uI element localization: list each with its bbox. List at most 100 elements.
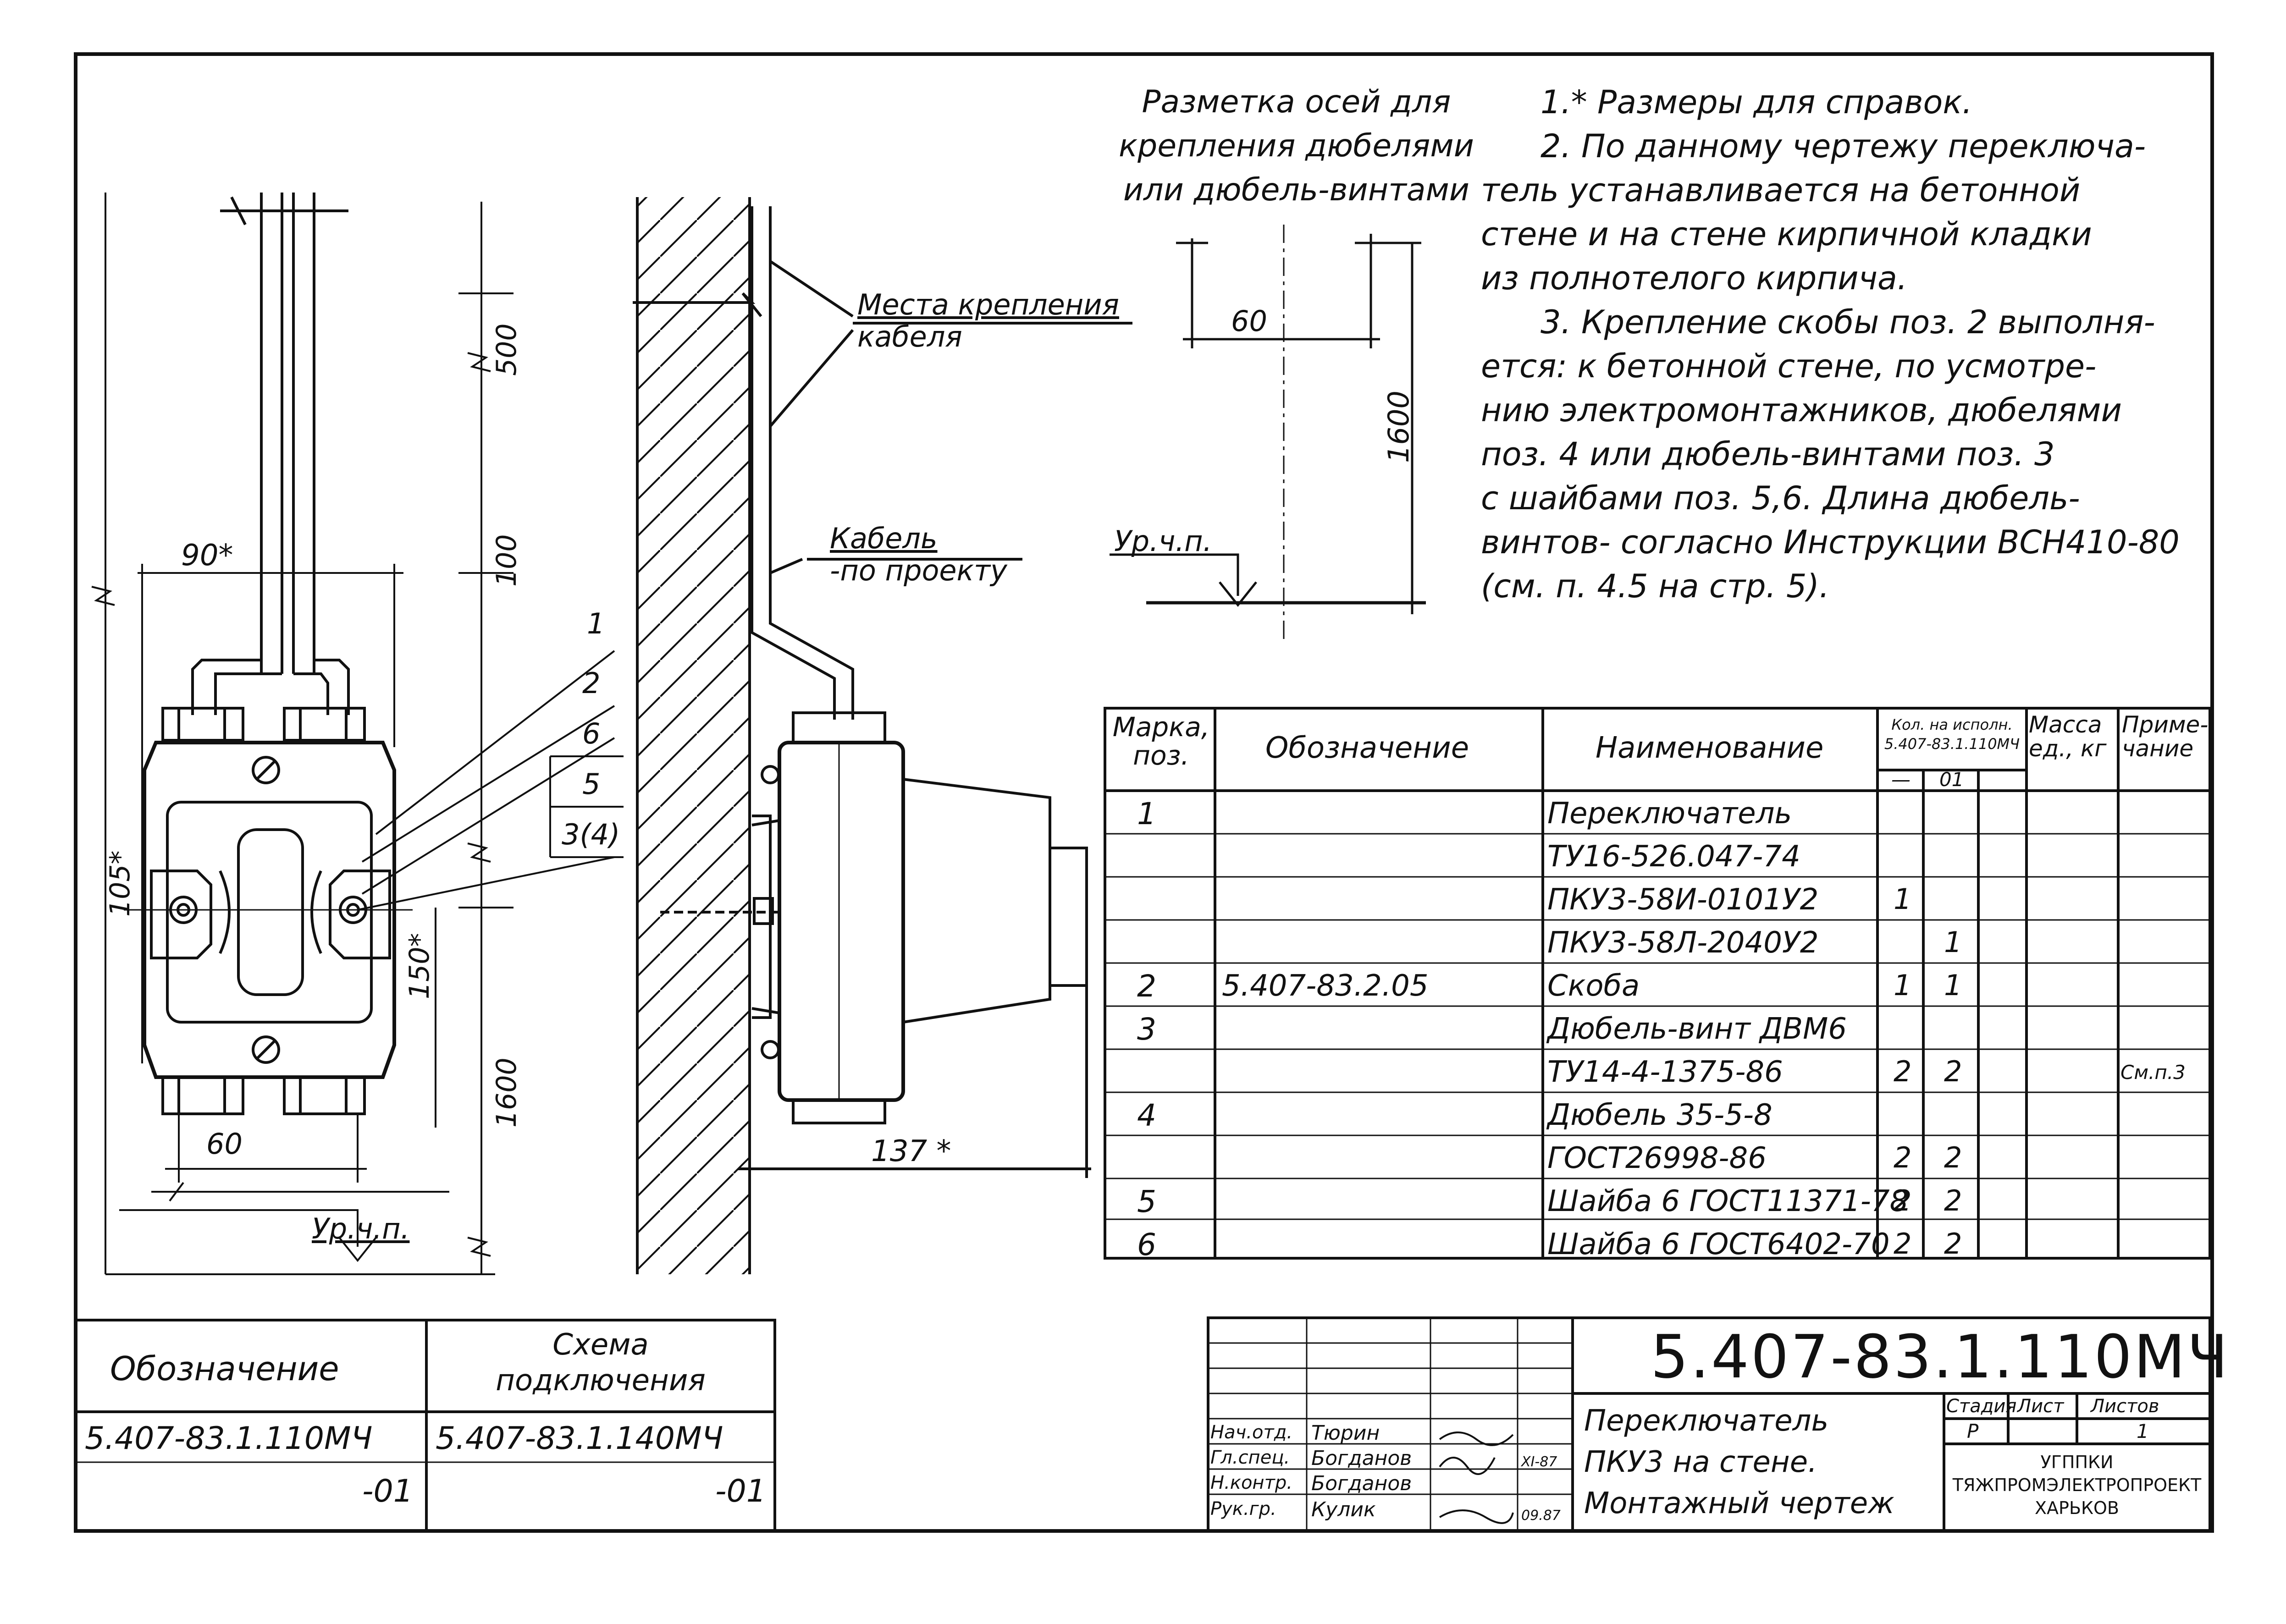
spec-cell-mark: 4 [1137, 1098, 1156, 1133]
spec-cell-mark: 3 [1137, 1012, 1156, 1047]
side-view [633, 197, 1132, 1274]
note-line: ется: к бетонной стене, по усмотре- [1481, 347, 2097, 385]
cable-label-line: Кабель [830, 522, 938, 555]
front-level-label: Ур.ч.п. [312, 1212, 410, 1245]
sig-name: Богданов [1311, 1472, 1412, 1495]
cable-mount-line: кабеля [857, 320, 962, 353]
conn-header-scheme: Схема подключения [458, 1327, 743, 1398]
sheet-label: Лист [2017, 1396, 2064, 1417]
drawing-title-line: Переключатель [1584, 1404, 1829, 1438]
spec-cell-designation: 5.407-83.2.05 [1222, 969, 1429, 1003]
markup-axes [1110, 225, 1426, 642]
note-line: 3. Крепление скобы поз. 2 выполня- [1541, 303, 2155, 341]
note-line: с шайбами поз. 5,6. Длина дюбель- [1481, 479, 2080, 517]
spec-header-mass-line: ед., кг [2029, 735, 2107, 762]
markup-title-line: или дюбель-винтами [1123, 172, 1469, 208]
spec-cell-q2: 1 [1944, 925, 1962, 959]
front-dim-1600: 1600 [491, 1057, 523, 1128]
front-dim-105: 105* [104, 850, 136, 917]
spec-header-mass: Масса ед., кг [2029, 713, 2106, 760]
spec-header-mark-line: поз. [1133, 740, 1189, 771]
spec-cell-mark: 2 [1137, 969, 1156, 1004]
spec-header-name: Наименование [1596, 731, 1824, 765]
note-line: нию электромонтажников, дюбелями [1481, 391, 2122, 429]
spec-cell-q1: 2 [1894, 1184, 1912, 1217]
sheet-frame [74, 52, 2214, 1533]
front-dim-100: 100 [491, 534, 523, 587]
cable-mount-line: Места крепления [857, 288, 1119, 321]
note-line: винтов- согласно Инструкции ВСН410-80 [1481, 523, 2180, 561]
spec-header-note-line: чание [2122, 735, 2194, 762]
note-line: 1.* Размеры для справок. [1541, 83, 1972, 121]
note-line: из полнотелого кирпича. [1481, 259, 1908, 297]
spec-cell-name: ТУ14-4-1375-86 [1547, 1055, 1783, 1089]
sig-role: Гл.спец. [1210, 1447, 1290, 1468]
spec-header-note: Приме- чание [2122, 713, 2208, 760]
stage-value: Р [1967, 1420, 1979, 1442]
markup-title-line: крепления дюбелями [1119, 128, 1474, 164]
spec-cell-name: ТУ16-526.047-74 [1547, 840, 1800, 874]
sheets-label: Листов [2091, 1396, 2159, 1417]
callout-1: 1 [587, 607, 605, 640]
callout-6: 6 [582, 717, 601, 750]
organization: УГППКИ ТЯЖПРОМЭЛЕКТРОПРОЕКТ ХАРЬКОВ [1946, 1451, 2208, 1519]
spec-cell-name: Переключатель [1547, 797, 1792, 831]
spec-cell-q2: 2 [1944, 1227, 1962, 1261]
callout-2: 2 [582, 666, 601, 700]
spec-cell-q2: 2 [1944, 1141, 1962, 1174]
conn-header-scheme-line: Схема [552, 1328, 649, 1362]
sheets-value: 1 [2137, 1420, 2149, 1442]
cable-label: Кабель -по проекту [830, 523, 1007, 587]
spec-header-mark-line: Марка, [1112, 711, 1210, 743]
drawing-code: 5.407-83.1.110МЧ [1651, 1322, 2230, 1392]
markup-dim-1600: 1600 [1382, 391, 1415, 463]
front-dimensions [91, 193, 624, 1275]
spec-cell-q2: 2 [1944, 1184, 1962, 1217]
spec-header-qty-line: Кол. на исполн. [1891, 716, 2013, 733]
spec-cell-name: ПКУ3-58Л-2040У2 [1547, 926, 1819, 960]
sig-role: Рук.гр. [1210, 1498, 1276, 1519]
note-line: тель устанавливается на бетонной [1481, 171, 2081, 209]
spec-header-mark: Марка, поз. [1112, 713, 1210, 770]
drawing-title: Переключатель ПКУ3 на стене. Монтажный ч… [1584, 1400, 1894, 1524]
spec-cell-name: Скоба [1547, 969, 1640, 1003]
spec-cell-name: Шайба 6 ГОСТ11371-78 [1547, 1184, 1909, 1218]
spec-header-designation: Обозначение [1265, 731, 1469, 765]
spec-cell-mark: 6 [1137, 1227, 1156, 1262]
spec-cell-name: ПКУ3-58И-0101У2 [1547, 883, 1819, 917]
spec-cell-q1: 2 [1894, 1055, 1912, 1088]
note-line: (см. п. 4.5 на стр. 5). [1481, 567, 1830, 605]
front-dim-150: 150* [403, 933, 436, 999]
spec-table-grid [1104, 707, 2211, 1260]
spec-cell-name: Дюбель 35-5-8 [1547, 1098, 1772, 1132]
markup-level-label: Ур.ч.п. [1114, 524, 1212, 558]
spec-cell-q2: 1 [1944, 969, 1962, 1002]
spec-cell-mark: 1 [1137, 796, 1156, 831]
conn-row-designation: 5.407-83.1.110МЧ [85, 1420, 373, 1457]
front-dim-500: 500 [491, 323, 523, 376]
spec-header-note-line: Приме- [2122, 711, 2209, 738]
conn-header-scheme-line: подключения [496, 1364, 706, 1398]
conn-header-designation: Обозначение [110, 1349, 339, 1388]
spec-cell-note: См.п.3 [2120, 1061, 2186, 1084]
spec-header-qty-col-2: 01 [1939, 768, 1964, 791]
callout-3-4: 3(4) [562, 818, 620, 851]
sig-name: Тюрин [1311, 1421, 1380, 1445]
spec-header-qty-line: 5.407-83.1.110МЧ [1884, 735, 2020, 753]
note-line: 2. По данному чертежу переключа- [1541, 127, 2146, 165]
note-line: стене и на стене кирпичной кладки [1481, 215, 2092, 253]
sig-role: Нач.отд. [1210, 1422, 1293, 1443]
spec-header-mass-line: Масса [2029, 711, 2102, 738]
title-block-grid [1207, 1316, 2211, 1532]
spec-cell-name: Дюбель-винт ДВМ6 [1547, 1012, 1847, 1046]
spec-cell-q2: 2 [1944, 1055, 1962, 1088]
conn-row-scheme: 5.407-83.1.140МЧ [436, 1420, 723, 1457]
spec-header-qty-col-1: — [1891, 768, 1911, 791]
organization-line: ТЯЖПРОМЭЛЕКТРОПРОЕКТ [1952, 1475, 2202, 1495]
spec-cell-q1: 2 [1894, 1227, 1912, 1261]
notes: 1.* Размеры для справок. 2. По данному ч… [1481, 80, 2180, 608]
sig-name: Богданов [1311, 1447, 1412, 1470]
cable-mount-label: Места крепления кабеля [857, 289, 1119, 353]
